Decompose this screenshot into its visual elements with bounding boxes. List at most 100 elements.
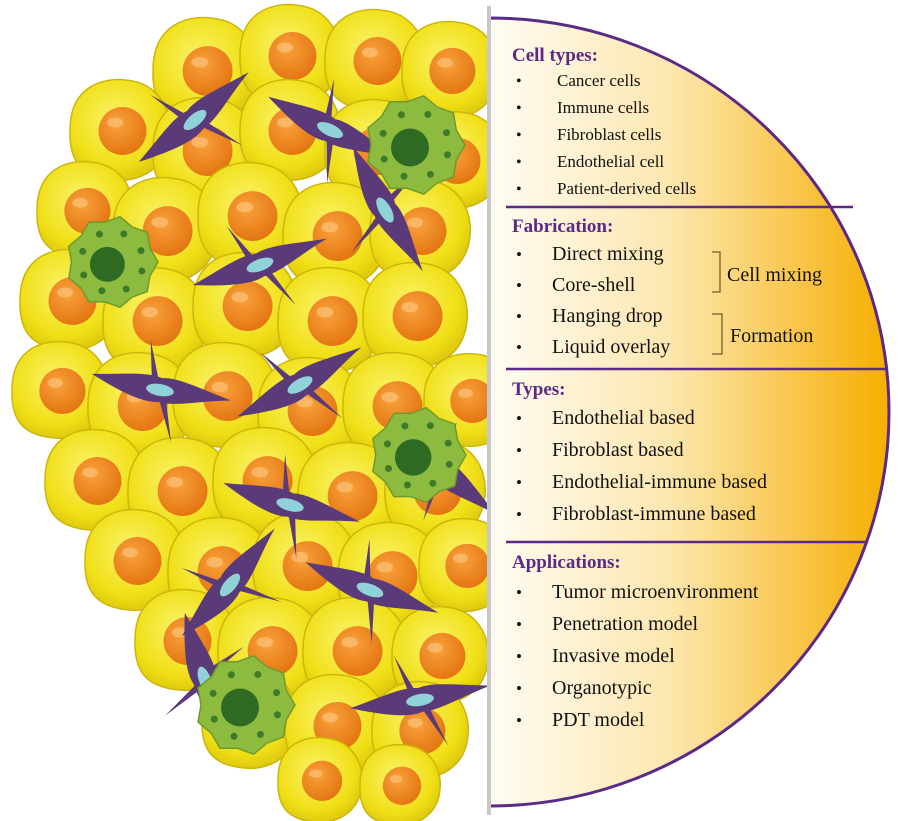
immune-nucleus	[221, 688, 259, 727]
panel-background	[487, 16, 891, 808]
immune-granule	[209, 689, 217, 697]
nucleus-highlight	[321, 222, 339, 233]
list-item: Penetration model	[552, 613, 699, 635]
fibroblast-nucleus	[376, 197, 394, 223]
fibroblast-cell	[350, 655, 489, 746]
nucleus-highlight	[151, 217, 169, 228]
nucleus-highlight	[453, 553, 468, 563]
immune-granule	[254, 670, 262, 678]
fibroblast-nucleus	[356, 582, 384, 598]
immune-granule	[120, 230, 128, 238]
nucleus-highlight	[362, 47, 378, 58]
cell-nucleus	[301, 760, 343, 802]
cell-nucleus	[157, 466, 208, 516]
list-item: Direct mixing	[552, 243, 664, 265]
nucleus-highlight	[251, 467, 269, 478]
fibroblast-cell	[305, 538, 439, 644]
cell-nucleus	[73, 457, 122, 505]
nucleus-highlight	[427, 643, 443, 653]
bullet-icon: •	[516, 73, 522, 90]
fibroblast-nucleus	[246, 257, 274, 273]
list-item: Endothelial-immune based	[552, 471, 767, 493]
info-panel: Cell types: • Cancer cells • Immune cell…	[487, 6, 891, 815]
nucleus-highlight	[277, 117, 293, 128]
cell-nucleus	[227, 191, 278, 241]
section-types: Types: • Endothelial based • Fibroblast …	[512, 379, 767, 525]
fibroblast-nucleus	[276, 498, 304, 512]
bullet-icon: •	[516, 127, 522, 144]
immune-granule	[426, 170, 434, 178]
bullet-icon: •	[516, 154, 522, 171]
cell-nucleus	[222, 281, 273, 331]
immune-granule	[444, 439, 452, 447]
nucleus-highlight	[437, 58, 453, 68]
nucleus-highlight	[166, 477, 184, 488]
nucleus-highlight	[172, 627, 188, 638]
nucleus-highlight	[256, 637, 274, 648]
cell-nucleus	[113, 537, 162, 585]
fibroblast-nucleus	[406, 693, 434, 707]
nucleus-highlight	[336, 482, 354, 493]
immune-granule	[400, 172, 408, 180]
list-item: Fibroblast cells	[557, 125, 661, 144]
spheroid-illustration	[11, 3, 489, 821]
immune-granule	[80, 271, 88, 279]
immune-nucleus	[394, 439, 432, 476]
immune-granule	[445, 460, 453, 468]
list-item: Cancer cells	[557, 71, 641, 90]
immune-granule	[397, 111, 405, 119]
fibroblast-nucleus	[219, 573, 241, 597]
immune-granule	[429, 479, 437, 487]
fibroblast-cell	[268, 78, 397, 184]
immune-granule	[98, 287, 106, 295]
immune-granule	[401, 422, 409, 430]
immune-granule	[273, 689, 281, 697]
cell-nucleus	[307, 296, 358, 346]
immune-granule	[227, 671, 235, 679]
list-item: Endothelial cell	[557, 152, 664, 171]
immune-granule	[426, 422, 434, 430]
nucleus-highlight	[72, 198, 88, 208]
nucleus-highlight	[107, 117, 123, 128]
nucleus-highlight	[291, 552, 309, 563]
nucleus-highlight	[122, 547, 138, 558]
cell-nucleus	[429, 47, 476, 94]
cell-nucleus	[98, 107, 147, 155]
fibroblast-cell	[351, 147, 423, 272]
cell-nucleus	[312, 211, 363, 261]
nucleus-highlight	[82, 467, 98, 478]
list-item: Organotypic	[552, 677, 652, 699]
bullet-icon: •	[516, 100, 522, 117]
section-title: Applications:	[512, 552, 621, 573]
bullet-icon: •	[516, 276, 522, 295]
fibroblast-cell	[237, 347, 362, 419]
immune-nucleus	[89, 246, 125, 282]
nucleus-highlight	[389, 775, 403, 783]
immune-granule	[424, 110, 432, 118]
immune-nucleus	[391, 128, 429, 167]
section-title: Types:	[512, 379, 565, 400]
immune-granule	[79, 247, 87, 255]
fibroblast-nucleus	[317, 121, 343, 139]
nucleus-highlight	[376, 562, 394, 573]
fibroblast-cell	[192, 226, 327, 306]
nucleus-highlight	[191, 137, 209, 148]
list-item: Immune cells	[557, 98, 649, 117]
section-fabrication: Fabrication: • Direct mixing • Core-shel…	[512, 216, 822, 358]
bullet-icon: •	[516, 338, 522, 357]
cell-nucleus	[445, 543, 489, 588]
fibroblast-cell	[91, 339, 232, 443]
bullet-icon: •	[516, 409, 522, 428]
group-label: Cell mixing	[727, 264, 822, 286]
immune-granule	[122, 285, 130, 293]
bullet-icon: •	[516, 583, 522, 602]
nucleus-highlight	[407, 217, 423, 228]
nucleus-highlight	[206, 557, 224, 568]
nucleus-highlight	[231, 292, 249, 303]
bullet-icon: •	[516, 615, 522, 634]
list-item: Fibroblast based	[552, 439, 684, 461]
nucleus-highlight	[341, 637, 359, 648]
nucleus-highlight	[407, 718, 423, 728]
nucleus-highlight	[141, 307, 159, 318]
